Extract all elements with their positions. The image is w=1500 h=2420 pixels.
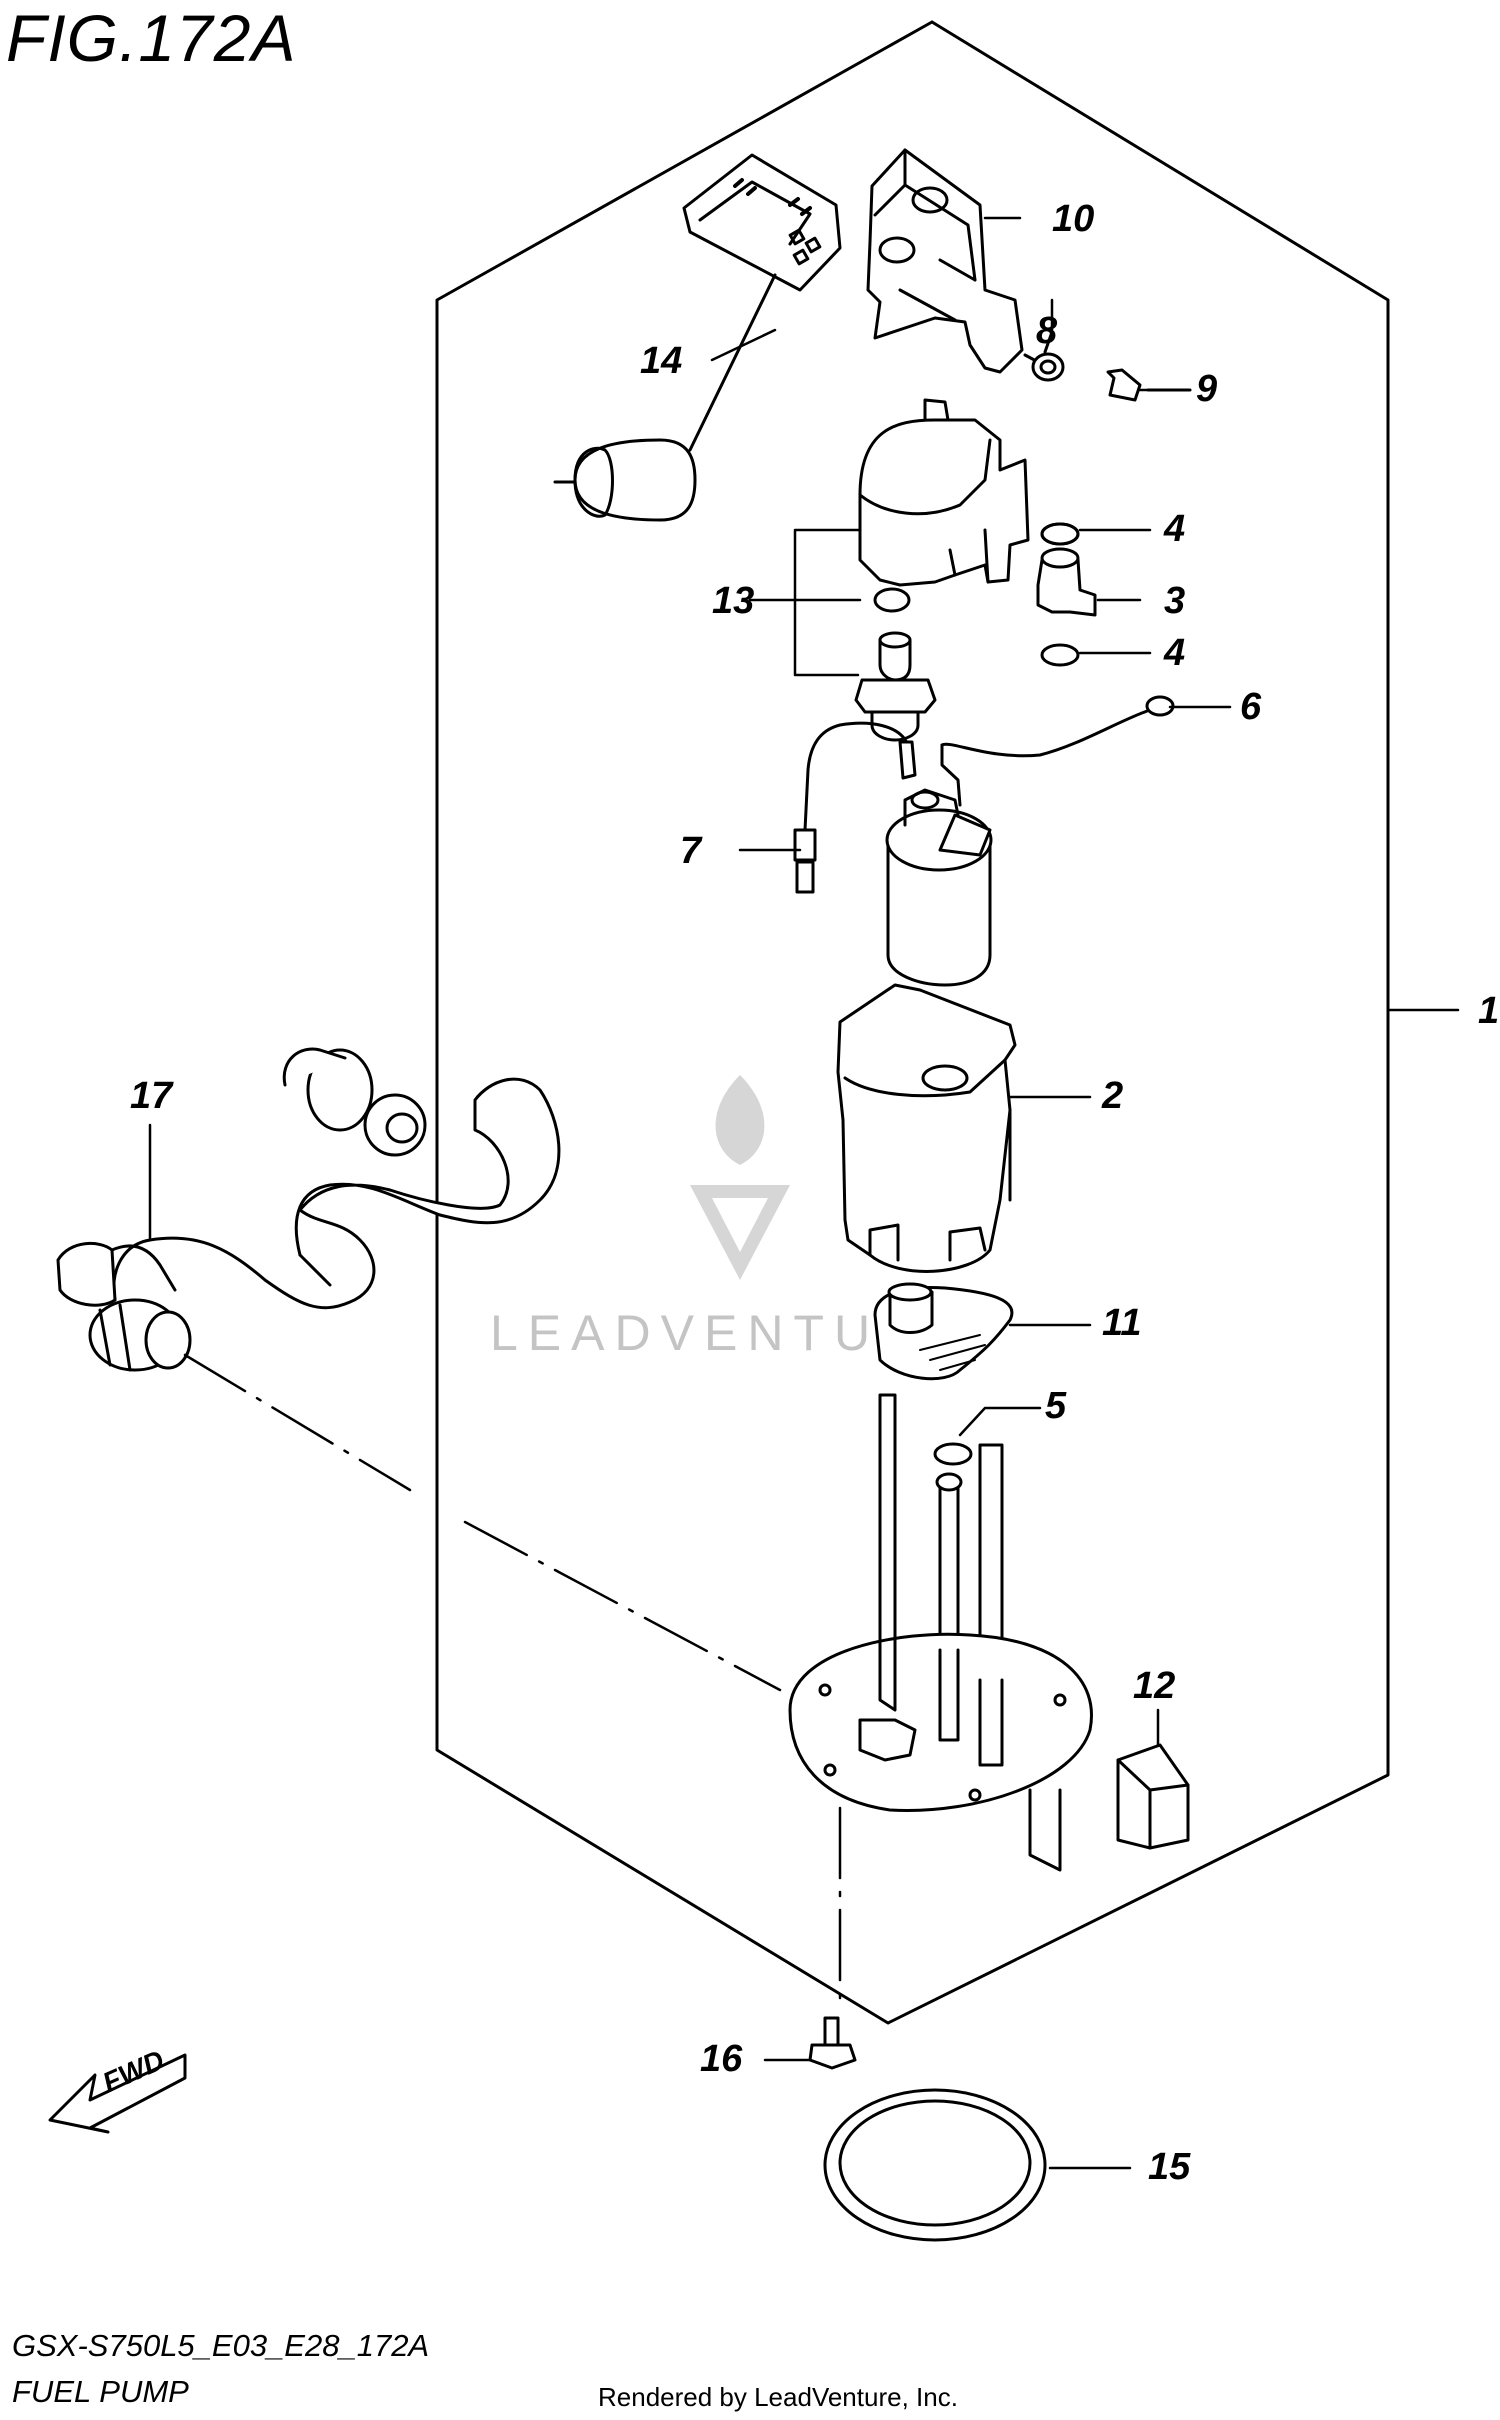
callout-2: 2 (1102, 1075, 1124, 1117)
callout-1: 1 (1478, 990, 1500, 1032)
callout-4-upper: 4 (1164, 508, 1186, 550)
pump-base-plate (788, 1393, 1093, 1872)
part-9-clip (1106, 368, 1192, 402)
fuel-pump-motor (885, 788, 993, 987)
callout-17: 17 (130, 1075, 173, 1117)
part-11-filter (873, 1282, 1014, 1381)
callout-12: 12 (1133, 1665, 1176, 1707)
callout-16: 16 (700, 2038, 743, 2080)
connection-lines (183, 1353, 842, 2012)
callout-15: 15 (1148, 2146, 1191, 2188)
part-13-regulator-cover (854, 398, 1030, 742)
part-7-wire (793, 721, 917, 894)
part-4-o-ring-lower (1040, 643, 1080, 667)
part-15-gasket (823, 2088, 1047, 2242)
part-14-float-sensor (553, 153, 842, 522)
callout-11: 11 (1102, 1302, 1142, 1344)
callout-8: 8 (1036, 310, 1058, 352)
callout-9: 9 (1196, 368, 1218, 410)
callout-3: 3 (1164, 580, 1186, 622)
part-10-bracket (866, 148, 1024, 374)
callout-5: 5 (1045, 1385, 1067, 1427)
part-4-o-ring-upper (1040, 522, 1080, 546)
callout-13: 13 (712, 580, 755, 622)
part-3-valve (1036, 522, 1097, 617)
part-2-pump-holder (836, 983, 1017, 1273)
part-16-screw (808, 2016, 857, 2070)
part-12-pad (1116, 1743, 1190, 1850)
figure-name: FUEL PUMP (12, 2374, 189, 2409)
part-6-wire (940, 695, 1175, 807)
callout-7: 7 (680, 830, 702, 872)
leader-lines (148, 216, 1460, 2170)
part-5-o-ring (933, 1442, 973, 1466)
figure-title: FIG.172A (6, 1, 297, 75)
callout-6: 6 (1240, 686, 1262, 728)
callout-4-lower: 4 (1164, 632, 1186, 674)
render-credit: Rendered by LeadVenture, Inc. (598, 2382, 958, 2412)
callout-10: 10 (1052, 198, 1095, 240)
part-17-fuel-hose (56, 1047, 561, 1372)
part-8-bolt (1023, 330, 1065, 382)
fwd-arrow-icon (48, 2053, 187, 2134)
callout-14: 14 (640, 340, 683, 382)
figure-code: GSX-S750L5_E03_E28_172A (12, 2328, 430, 2363)
assembly-outline (435, 20, 1390, 2025)
